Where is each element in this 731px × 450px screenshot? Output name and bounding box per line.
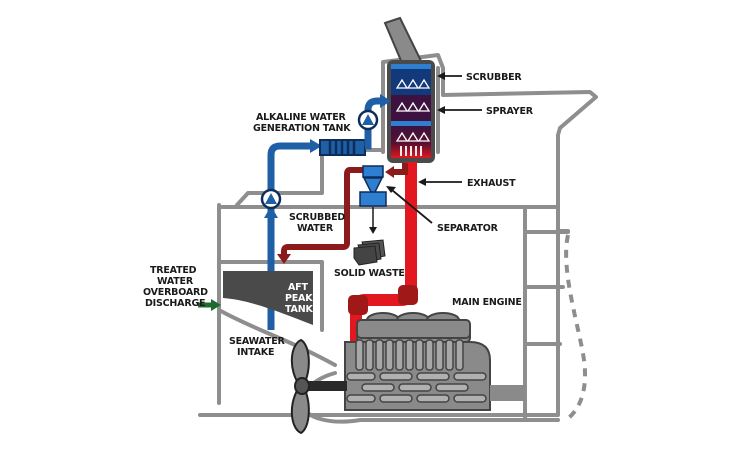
exhaust-pointer [418, 178, 426, 186]
label-alkaline-line1: ALKALINE WATER [256, 112, 346, 123]
scrubbed-water-line [277, 163, 408, 264]
exhaust-inlet-slots [400, 146, 422, 156]
label-exhaust: EXHAUST [467, 178, 516, 189]
scrubbed-water-pipe [281, 167, 366, 255]
bow-dashed-outline [564, 234, 587, 422]
seawater-line [260, 94, 391, 330]
label-seawater-line2: INTAKE [237, 347, 274, 358]
label-alkaline-line2: GENERATION TANK [253, 123, 351, 134]
separator-pointer [386, 186, 396, 193]
pump-upper-triangle [362, 114, 374, 125]
propeller [290, 338, 347, 435]
label-treated-line3: OVERBOARD [143, 287, 208, 298]
label-treated-line1: TREATED [150, 265, 197, 276]
separator-base [359, 191, 387, 207]
ship-hull-outline [198, 53, 598, 424]
arrow-to-aft-tank [277, 254, 291, 264]
separator-cone [362, 177, 384, 198]
exhaust-elbow-upper [398, 285, 418, 305]
separator [359, 165, 387, 234]
label-treated-line2: WATER [157, 276, 194, 287]
label-scrubbed-line1: SCRUBBED [289, 212, 345, 223]
labels: SCRUBBER SPRAYER EXHAUST SEPARATOR ALKAL… [143, 72, 534, 358]
label-pointers [386, 72, 482, 224]
label-aft-line3: TANK [285, 304, 313, 315]
label-aft-line2: PEAK [285, 293, 313, 304]
propeller-shaft [305, 381, 347, 391]
label-scrubber: SCRUBBER [466, 72, 522, 83]
engine-cylinders [355, 339, 464, 371]
main-engine [344, 312, 525, 411]
scrubber-tower [387, 60, 435, 163]
scrubber-mid-band [391, 121, 431, 126]
seawater-pipe [267, 142, 312, 330]
sprayer-pointer [437, 106, 445, 114]
separator-top [362, 165, 384, 178]
arrow-to-separator [385, 166, 394, 178]
treated-discharge-arrow [211, 299, 221, 311]
arrow-to-scrubber [380, 94, 391, 108]
alkaline-tank-slats [328, 141, 356, 154]
label-aft-line1: AFT [288, 282, 308, 293]
exhaust-pipe [348, 162, 418, 360]
arrow-to-alkaline-tank [310, 139, 322, 153]
label-seawater-line1: SEAWATER [229, 336, 285, 347]
label-sprayer: SPRAYER [486, 106, 534, 117]
aft-peak-tank-body [223, 271, 313, 325]
stern-curve [217, 308, 337, 367]
exhaust-elbow-lower [348, 295, 368, 315]
propeller-blade-lower [290, 385, 310, 435]
aft-peak-tank [198, 271, 313, 325]
aft-tank-compartment [217, 260, 324, 332]
label-treated-line4: DISCHARGE [145, 298, 205, 309]
pump-lower-triangle [265, 193, 277, 204]
spray-nozzle-icons [395, 78, 431, 142]
solid-waste-icon [353, 239, 386, 266]
propeller-blade-upper [290, 338, 310, 387]
scrubber-top-band [391, 64, 431, 69]
scrubber-drain-pipe [392, 163, 408, 175]
sprayer-section [391, 95, 431, 121]
seawater-up-arrow [264, 206, 278, 218]
label-separator: SEPARATOR [437, 223, 499, 234]
propeller-hub [294, 377, 310, 395]
scrubber-pointer [437, 72, 445, 80]
engine-block-panels [346, 372, 487, 403]
label-main-engine: MAIN ENGINE [452, 297, 522, 308]
engine-shaft-housing [490, 385, 525, 401]
label-solid-waste: SOLID WASTE [334, 268, 405, 279]
label-scrubbed-line2: WATER [297, 223, 334, 234]
arrow-to-waste-head [369, 227, 377, 234]
